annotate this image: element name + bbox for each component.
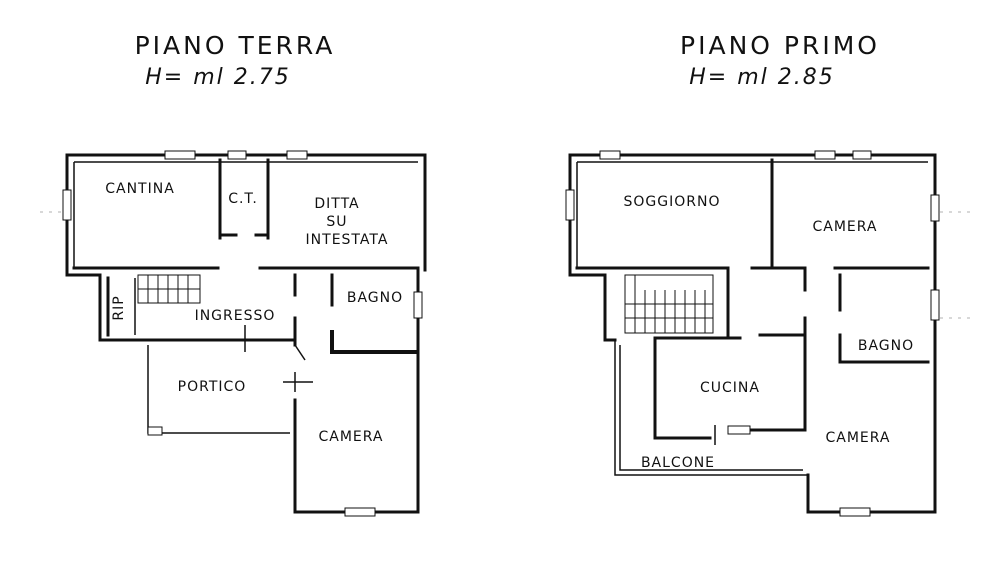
room-label-camera-top: CAMERA <box>812 219 877 235</box>
ground-floor-height: H= ml 2.75 <box>145 65 291 90</box>
first-partition <box>653 336 712 440</box>
ground-exterior-wall-right <box>293 268 420 514</box>
ground-exterior-wall-left <box>65 153 297 342</box>
ground-door-swing <box>294 344 306 361</box>
ground-window <box>286 150 308 160</box>
ground-exterior-wall-top <box>65 153 427 272</box>
ground-floor-plan: PIANO TERRA H= ml 2.75 <box>62 31 427 517</box>
ground-window <box>164 150 196 160</box>
ground-window <box>344 507 376 517</box>
first-partition <box>838 333 930 364</box>
ground-window <box>227 150 247 160</box>
room-label-ditta: DITTA <box>314 196 359 212</box>
ground-window <box>413 291 423 319</box>
first-window <box>930 194 940 222</box>
first-floor-title: PIANO PRIMO <box>680 31 880 60</box>
first-staircase <box>624 274 714 334</box>
first-window <box>839 507 871 517</box>
room-label-cucina: CUCINA <box>700 380 760 396</box>
room-label-ingresso: INGRESSO <box>195 308 276 324</box>
ground-staircase <box>137 274 201 304</box>
ground-window <box>62 189 72 221</box>
room-label-ct: C.T. <box>228 191 258 207</box>
first-exterior-wall <box>568 153 937 514</box>
first-exterior-wall-left <box>568 153 617 342</box>
first-partition <box>728 316 807 432</box>
room-label-camera: CAMERA <box>318 429 383 445</box>
room-label-bagno: BAGNO <box>858 338 914 354</box>
room-label-camera-bottom: CAMERA <box>825 430 890 446</box>
room-label-su: SU <box>326 214 347 230</box>
room-label-portico: PORTICO <box>178 379 247 395</box>
first-floor-plan: PIANO PRIMO H= ml 2.85 <box>565 31 940 517</box>
first-floor-height: H= ml 2.85 <box>689 65 835 90</box>
first-balcony-edge <box>619 345 803 471</box>
first-window <box>852 150 872 160</box>
ground-bagno-wall <box>330 330 418 354</box>
first-window <box>930 289 940 321</box>
room-label-rip: RIP <box>111 295 127 320</box>
room-label-intestata: INTESTATA <box>306 232 389 248</box>
first-balcony-edge <box>614 340 808 476</box>
first-balcony-door <box>727 425 751 435</box>
ground-floor-title: PIANO TERRA <box>135 31 336 60</box>
room-label-bagno: BAGNO <box>347 290 403 306</box>
first-window <box>565 189 575 221</box>
ground-portico-pillar <box>147 426 163 436</box>
room-label-cantina: CANTINA <box>105 181 175 197</box>
first-window <box>814 150 836 160</box>
first-window <box>599 150 621 160</box>
room-label-balcone: BALCONE <box>641 455 715 471</box>
room-label-soggiorno: SOGGIORNO <box>624 194 721 210</box>
